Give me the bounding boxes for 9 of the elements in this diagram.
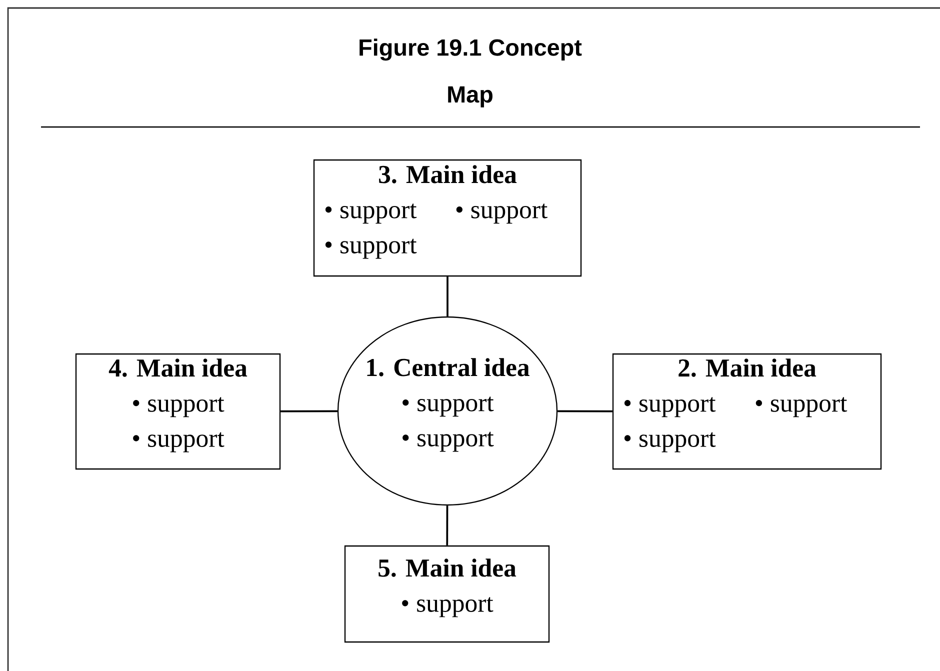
connector-line — [446, 276, 448, 316]
connector-line — [446, 506, 448, 546]
idea-box: 3. Main idea • support • support • support — [313, 159, 582, 277]
idea-box: 5. Main idea • support — [344, 545, 550, 643]
connector-line — [280, 410, 338, 412]
idea-box: 2. Main idea • support • support • support — [612, 353, 882, 470]
title: Figure 19.1 Concept Map — [360, 38, 582, 108]
connector-line — [558, 410, 612, 412]
idea-box: 4. Main idea • support • support — [75, 353, 281, 470]
